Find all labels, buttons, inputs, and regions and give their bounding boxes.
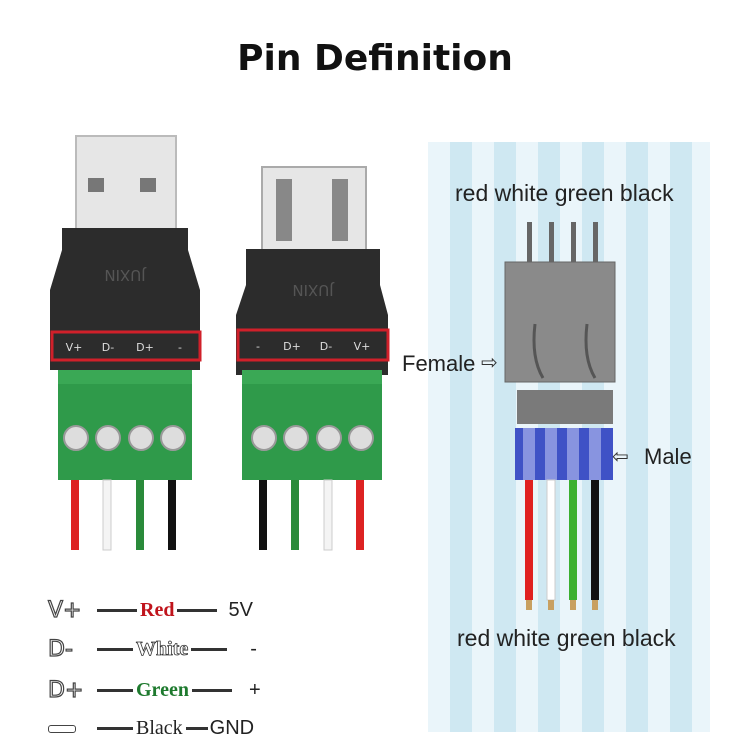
legend-value: GND	[209, 716, 255, 739]
adapter-block	[517, 390, 613, 424]
male-pin-highlight	[50, 330, 202, 362]
female-wire-red	[356, 480, 364, 550]
female-screws	[251, 425, 374, 451]
legend-pin	[48, 716, 94, 741]
female-pin-label: V+	[354, 340, 371, 353]
female-pin-highlight	[236, 328, 390, 362]
female-housing	[236, 249, 388, 375]
connector-stack-illustration	[504, 222, 616, 610]
female-brand: JUXIN	[292, 281, 334, 299]
legend-color-name: Green	[136, 678, 189, 701]
arrow-right-icon: ⇨	[481, 352, 498, 374]
diagram-wire-white	[546, 479, 556, 601]
legend-value: -	[250, 637, 257, 660]
diagram-wire-green	[569, 480, 577, 600]
male-pin-label: D+	[136, 341, 154, 354]
bottom-wire-label: red white green black	[457, 625, 676, 651]
female-usb-connector: JUXIN - D+ D- V+	[236, 166, 390, 551]
female-pin-label: -	[256, 340, 260, 353]
legend-row-v-plus: V+ Red 5V	[47, 596, 253, 624]
legend-color-name: White	[136, 637, 189, 660]
male-pin-label: V+	[66, 341, 83, 354]
male-wire-green	[136, 480, 144, 550]
male-pin-label: D-	[102, 341, 114, 354]
female-terminal-block	[242, 370, 382, 480]
diagram-wire-red	[525, 480, 533, 600]
male-screws	[63, 425, 186, 451]
page-title: Pin Definition	[237, 38, 513, 79]
male-terminal-block	[58, 370, 192, 480]
legend-row-d-minus: D- White -	[47, 635, 257, 663]
female-wire-green	[291, 480, 299, 550]
female-label: Female	[402, 351, 476, 376]
female-wire-black	[259, 480, 267, 550]
legend-color-name: Black	[136, 716, 183, 739]
legend-row-d-plus: D+ Green +	[47, 676, 261, 704]
top-pins	[527, 222, 598, 264]
male-wire-black	[168, 480, 176, 550]
legend-color-name: Red	[140, 598, 175, 621]
legend-value: 5V	[228, 598, 253, 621]
arrow-left-icon: ⇦	[612, 446, 629, 468]
male-housing	[50, 228, 200, 370]
female-pin-label: D-	[320, 340, 332, 353]
male-wire-white	[102, 479, 112, 551]
male-pin-label: -	[178, 341, 182, 354]
diagram-wire-black	[591, 480, 599, 600]
male-brand: JUXIN	[104, 266, 146, 284]
female-block	[504, 261, 616, 383]
male-usb-connector: JUXIN V+ D- D+ -	[50, 135, 202, 551]
male-wire-red	[71, 480, 79, 550]
female-wire-white	[323, 479, 333, 551]
legend-pin: D+	[47, 677, 84, 703]
female-pin-label: D+	[283, 340, 301, 353]
legend-pin: V+	[47, 597, 82, 623]
legend-pin: D-	[47, 636, 73, 662]
legend-value: +	[248, 678, 261, 701]
male-label: Male	[644, 444, 692, 469]
legend-row-gnd: Black GND	[48, 714, 254, 742]
top-wire-label: red white green black	[455, 180, 674, 206]
